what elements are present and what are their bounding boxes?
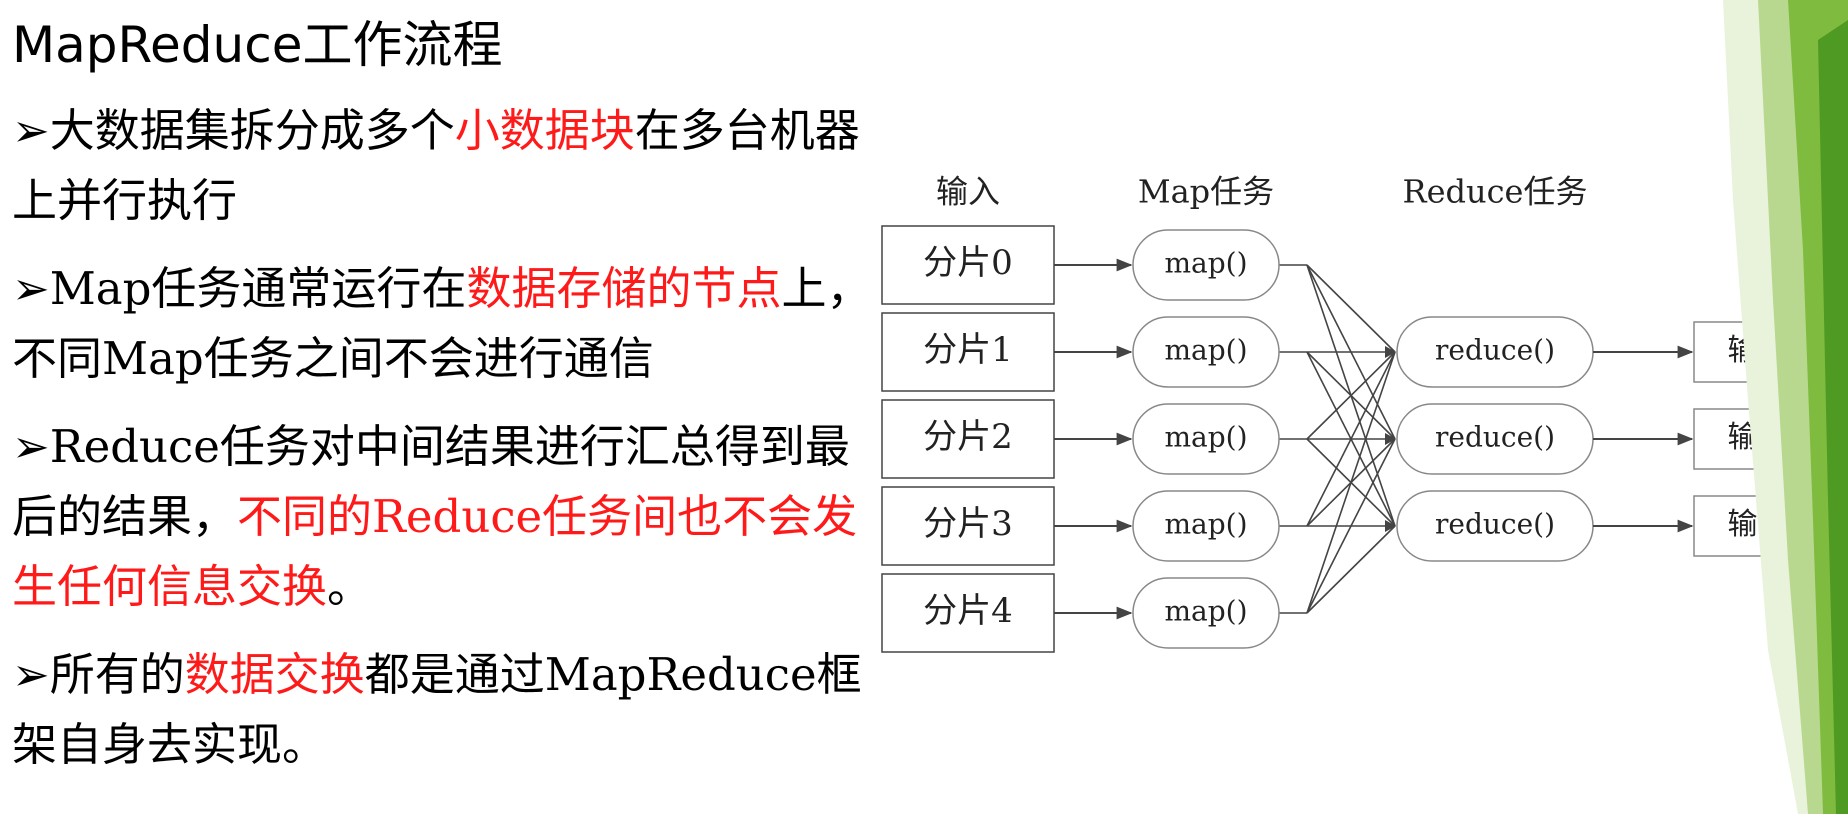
shuffle-line (1306, 438, 1396, 614)
map-node-label: map() (1164, 595, 1247, 628)
shuffle-line (1306, 351, 1396, 614)
bullet-emphasis: 小数据块 (454, 104, 635, 157)
bullet-item: ➢大数据集拆分成多个小数据块在多台机器上并行执行 (12, 96, 882, 236)
bullet-item: ➢所有的数据交换都是通过MapReduce框架自身去实现。 (12, 640, 882, 780)
bullet-text: 在多台机器上并行执行 (12, 104, 860, 227)
bullet-emphasis: 数据存储的节点 (466, 262, 782, 315)
shuffle-arrowhead (1385, 346, 1396, 358)
map-node-label: map() (1164, 334, 1247, 367)
bullet-text: 。 (327, 560, 373, 613)
bullet-text: Reduce任务对中间结果进行汇总得到最后的结果， (12, 420, 850, 543)
shuffle-arrowhead (1385, 520, 1396, 532)
input-split-box (881, 573, 1055, 653)
input-split-label: 分片2 (923, 417, 1013, 457)
map-node (1132, 403, 1280, 475)
shuffle-arrowhead (1385, 433, 1396, 445)
bullet-emphasis: 不同的Reduce任务间也不会发生任何信息交换 (12, 490, 858, 613)
map-node-label: map() (1164, 421, 1247, 454)
green-corner-decoration (1723, 0, 1848, 814)
input-split-label: 分片4 (923, 591, 1013, 631)
bullet-text: 大数据集拆分成多个 (49, 104, 455, 157)
input-split-label: 分片1 (923, 330, 1013, 370)
bullet-marker-icon: ➢ (12, 262, 50, 315)
input-split-box (881, 225, 1055, 305)
reduce-node-label: reduce() (1435, 334, 1555, 367)
bullet-marker-icon: ➢ (12, 104, 50, 157)
input-split-label: 分片3 (923, 504, 1013, 544)
header-reduce: Reduce任务 (1403, 173, 1588, 211)
input-split-box (881, 399, 1055, 479)
input-split-label: 分片0 (923, 243, 1013, 283)
reduce-node-label: reduce() (1435, 421, 1555, 454)
map-node (1132, 490, 1280, 562)
input-split-box (881, 312, 1055, 392)
shuffle-line (1306, 351, 1396, 440)
input-split-box (881, 486, 1055, 566)
bullet-text: 都是通过MapReduce框架自身去实现。 (12, 648, 862, 771)
bullet-item: ➢Reduce任务对中间结果进行汇总得到最后的结果，不同的Reduce任务间也不… (12, 412, 882, 622)
bullet-marker-icon: ➢ (12, 648, 50, 701)
bullet-text: Map任务通常运行在 (49, 262, 467, 315)
slide-title: MapReduce工作流程 (12, 16, 503, 74)
header-input: 输入 (936, 173, 1000, 211)
bullet-text: 所有的 (49, 648, 185, 701)
bullet-list: ➢大数据集拆分成多个小数据块在多台机器上并行执行➢Map任务通常运行在数据存储的… (12, 96, 882, 798)
bullet-text: 上，不同Map任务之间不会进行通信 (12, 262, 872, 385)
map-node (1132, 229, 1280, 301)
map-node (1132, 577, 1280, 649)
bullet-emphasis: 数据交换 (184, 648, 365, 701)
bullet-marker-icon: ➢ (12, 420, 50, 473)
map-node-label: map() (1164, 508, 1247, 541)
header-map: Map任务 (1138, 173, 1274, 211)
shuffle-line (1306, 525, 1396, 614)
shuffle-line (1306, 351, 1396, 527)
shuffle-line (1306, 264, 1396, 353)
map-node (1132, 316, 1280, 388)
map-node-label: map() (1164, 247, 1247, 280)
reduce-node-label: reduce() (1435, 508, 1555, 541)
bullet-item: ➢Map任务通常运行在数据存储的节点上，不同Map任务之间不会进行通信 (12, 254, 882, 394)
